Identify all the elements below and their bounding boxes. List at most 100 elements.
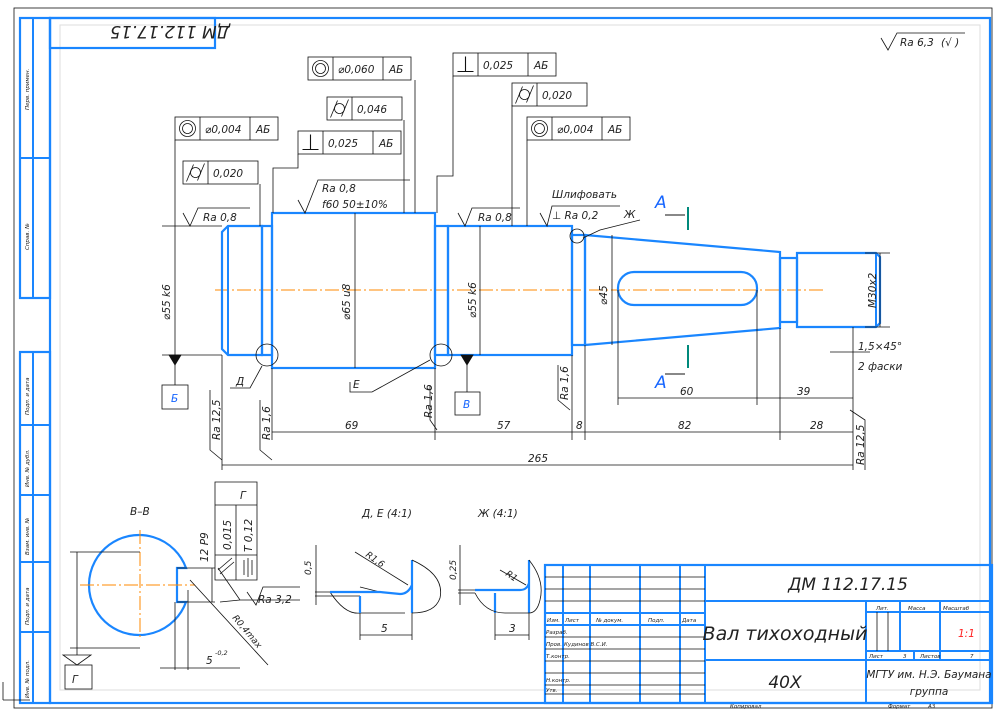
grind-note: Шлифовать: [552, 189, 617, 201]
roughness-bottom: Ra 1,6: [261, 406, 273, 440]
dim-8: 8: [576, 420, 583, 432]
stamp-text: ДМ 112.17.15: [110, 21, 231, 41]
roughness-left: Ra 0,8: [203, 212, 237, 224]
frame-box: [297, 130, 402, 155]
frame-box: [326, 96, 403, 121]
strip-label: Инв. № подл.: [25, 660, 31, 698]
roughness-bottom: Ra 1,6: [423, 384, 435, 418]
tb-header: Дата: [681, 618, 697, 624]
general-roughness: Ra 6,3 (√ ): [880, 32, 965, 51]
key-width: 12 P9: [199, 532, 211, 562]
frame-box: [174, 116, 279, 141]
tolerance-value: ⌀0,004: [557, 124, 593, 136]
frame-box: [526, 116, 631, 141]
detail-e-label: Е: [353, 379, 360, 391]
tolerance-datum: АБ: [607, 124, 622, 136]
dim-dia-taper: ⌀45: [598, 285, 610, 305]
dim-dia-mid: ⌀65 u8: [341, 283, 353, 320]
tb-format-label: Формат: [888, 704, 911, 710]
tb-header: Лист: [564, 618, 580, 624]
detail-zh-width: 3: [509, 623, 516, 635]
sheet-frame: [13, 7, 993, 709]
tolerance-value: 0,020: [213, 168, 243, 180]
datum-markers: [161, 354, 481, 416]
tolerance-value: 0,020: [542, 90, 572, 102]
roughness-symbols: [182, 179, 866, 470]
dim-57: 57: [497, 420, 511, 432]
tb-material: 40Х: [768, 673, 802, 693]
dim-82: 82: [678, 420, 692, 432]
keyway-depth: 5: [206, 655, 213, 667]
datum-b: Б: [171, 393, 178, 405]
tb-scale-label: Масштаб: [943, 606, 970, 612]
concentricity-icon: [179, 120, 196, 137]
chamfer-note: 1,5×45°: [858, 341, 902, 353]
concentricity-icon: [531, 120, 548, 137]
cylindricity-icon: [186, 163, 205, 182]
dim-60: 60: [680, 386, 694, 398]
detail-de-view: [315, 545, 442, 640]
tb-role: Т.контр.: [546, 654, 570, 660]
frame-box: [452, 52, 557, 77]
tolerance-value: 0,025: [328, 138, 358, 150]
frame-box: [182, 160, 259, 185]
section-a-bottom: А: [654, 373, 667, 393]
tb-lit-label: Лит.: [875, 606, 889, 612]
dim-265: 265: [528, 453, 548, 465]
tolerance-value: ⌀0,060: [338, 64, 375, 76]
cylindricity-icon: [515, 85, 534, 104]
tb-sheet-value: 3: [903, 654, 907, 660]
tb-header: Подп.: [648, 618, 665, 624]
tb-header: № докум.: [595, 618, 623, 624]
strip-label: Инв. № дубл.: [25, 449, 31, 487]
tolerance-datum: АБ: [378, 138, 393, 150]
tb-checker-name: Кудинов В.С.И.: [564, 642, 608, 648]
concentricity-icon: [312, 60, 329, 77]
tolerance-frame: 0,020: [511, 82, 588, 107]
detail-zh-title: Ж (4:1): [477, 508, 518, 520]
perpendicularity-icon: [457, 56, 474, 73]
tolerance-datum: АБ: [388, 64, 403, 76]
tb-role: Н.контр.: [546, 678, 571, 684]
tb-sheets-label: Листов: [919, 654, 941, 660]
tb-designation: ДМ 112.17.15: [787, 575, 908, 595]
tb-copied: Копировал: [730, 704, 762, 710]
dim-39: 39: [797, 386, 811, 398]
perpendicularity-icon: [302, 134, 319, 151]
datum-v: В: [463, 399, 470, 411]
grind-roughness: ⊥ Ra 0,2: [552, 210, 599, 222]
parallel-tol: 0,015: [222, 520, 234, 550]
roughness-bottom: Ra 12,5: [855, 424, 867, 465]
frame-box: [307, 56, 412, 81]
tb-mass-label: Масса: [908, 606, 926, 612]
dim-thread: M30x2: [867, 272, 879, 308]
roughness-middle-note: f60 50±10%: [322, 199, 388, 211]
detail-d-label: Д: [235, 376, 244, 388]
strip-label: Перв. примен.: [25, 68, 31, 110]
frame-datum: Г: [240, 490, 247, 502]
detail-zh-depth: 0,25: [449, 560, 459, 580]
tolerance-frame: ⌀0,060 АБ: [307, 56, 412, 81]
roughness-middle: Ra 0,8: [322, 183, 356, 195]
tb-sheets-value: 7: [970, 654, 974, 660]
tolerance-value: 0,046: [357, 104, 387, 116]
keyway-depth-tol: -0,2: [215, 649, 228, 657]
roughness-bottom: Ra 12,5: [211, 399, 223, 440]
tb-role: Утв.: [546, 688, 558, 694]
tb-part-name: Вал тихоходный: [703, 623, 868, 645]
tb-format-value: А3: [927, 704, 936, 710]
section-title: В–В: [130, 506, 150, 518]
tolerance-datum: АБ: [533, 60, 548, 72]
tb-organization: МГТУ им. Н.Э. Баумана: [866, 669, 991, 681]
roughness-bottom: Ra 1,6: [559, 366, 571, 400]
strip-label: Справ. №: [25, 223, 31, 250]
tolerance-value: 0,025: [483, 60, 513, 72]
tolerance-value: ⌀0,004: [205, 124, 241, 136]
section-view: [61, 481, 300, 690]
designation-stamp: ДМ 112.17.15: [48, 16, 231, 50]
title-block: [543, 563, 994, 705]
datum-g: Г: [72, 674, 79, 686]
keyway-radius: R0,4max: [230, 614, 264, 652]
